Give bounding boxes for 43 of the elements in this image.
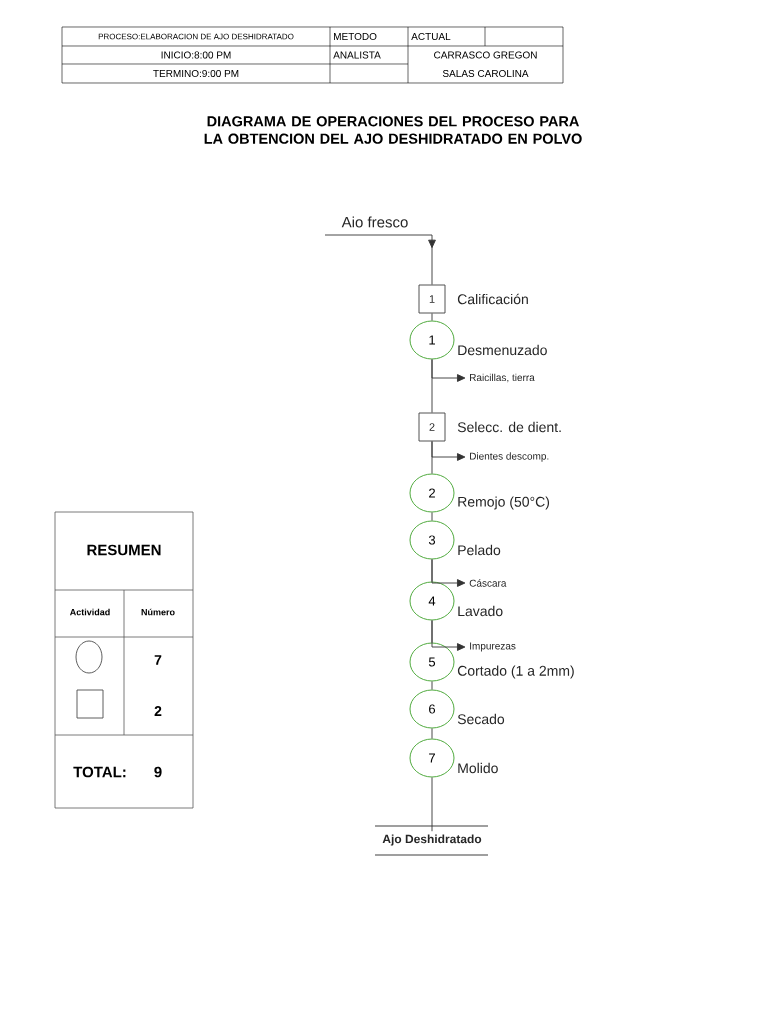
- table-cell: PROCESO:ELABORACION DE AJO DESHIDRATADO: [98, 33, 294, 40]
- step-label: Desmenuzado: [458, 344, 547, 356]
- step-label: Selecc. de dient.: [457, 421, 561, 433]
- table-cell: RESUMEN: [87, 544, 161, 556]
- connector: [431, 359, 433, 413]
- connector: [431, 620, 433, 643]
- product-label: Ajo Deshidratado: [382, 834, 482, 846]
- output-label: Cáscara: [469, 579, 507, 587]
- table-cell: TERMINO:9:00 PM: [153, 69, 239, 78]
- connector: [431, 777, 433, 832]
- step-label: Cortado (1 a 2mm): [457, 665, 574, 679]
- arrow: [324, 234, 436, 285]
- output-label: Raicillas, tierra: [470, 373, 535, 383]
- step-label: Lavado: [458, 605, 503, 617]
- table-cell: Número: [141, 608, 175, 616]
- title: DIAGRAMA DE OPERACIONES DEL PROCESO PARA LA OBTENCION DEL AJO DESHIDRATADO EN POLVO: [204, 116, 582, 144]
- inspection-square: 1: [418, 284, 446, 314]
- output-label: Impurezas: [470, 642, 516, 652]
- table-cell: SALAS CAROLINA: [442, 69, 529, 78]
- connector: [431, 681, 433, 690]
- table-cell: METODO: [334, 32, 377, 41]
- step-label: Pelado: [458, 544, 501, 556]
- inspection-square: 2: [418, 412, 446, 442]
- step-label: Calificación: [457, 293, 528, 305]
- connector: [431, 441, 433, 474]
- output-label: Dientes descomp.: [470, 452, 549, 462]
- connector: [431, 313, 433, 321]
- step-label: Remojo (50°C): [458, 496, 550, 510]
- table-cell: TOTAL:: [73, 766, 126, 778]
- step-label: Molido: [458, 762, 498, 774]
- input-label: Aio fresco: [341, 216, 408, 228]
- table-cell: ANALISTA: [333, 51, 381, 59]
- table-cell: Actividad: [69, 608, 110, 616]
- table-cell: CARRASCO GREGON: [434, 51, 537, 59]
- table-cell: 2: [154, 706, 162, 716]
- step-label: Secado: [457, 713, 505, 725]
- connector: [431, 512, 433, 521]
- table-cell: ACTUAL: [411, 32, 451, 41]
- connector: [431, 728, 433, 739]
- table-cell: INICIO:8:00 PM: [161, 51, 231, 59]
- table-cell: 7: [154, 655, 162, 665]
- table-cell: 9: [154, 766, 162, 778]
- connector: [431, 559, 433, 582]
